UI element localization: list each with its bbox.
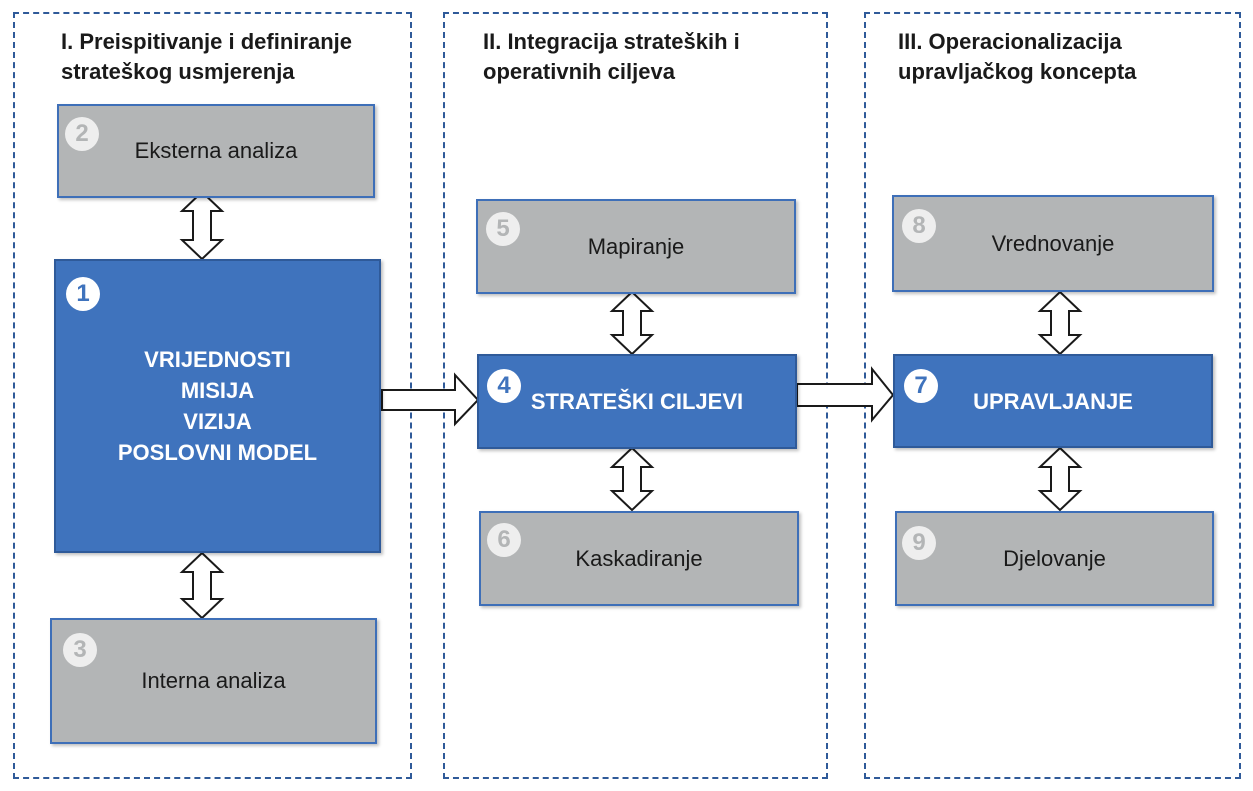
box-8-label: Vrednovanje [991,230,1115,256]
box-upravljanje: UPRAVLJANJE [893,354,1213,448]
box-9-label: Djelovanje [1003,545,1106,571]
number-7-badge: 7 [904,369,938,403]
box-vrijednosti-misija-vizija: VRIJEDNOSTI MISIJA VIZIJA POSLOVNI MODEL [54,259,381,553]
double-arrow-1-3 [179,551,225,620]
number-3-badge: 3 [63,633,97,667]
box-djelovanje: Djelovanje [895,511,1214,606]
box-strateski-ciljevi: STRATEŠKI CILJEVI [477,354,797,449]
number-2-badge: 2 [65,117,99,151]
number-9-badge: 9 [902,526,936,560]
number-1-badge: 1 [66,277,100,311]
box-4-label: STRATEŠKI CILJEVI [530,389,744,414]
number-8-badge: 8 [902,209,936,243]
number-5-badge: 5 [486,212,520,246]
double-arrow-5-4 [609,290,655,356]
column-3-title: III. Operacionalizacija upravljačkog kon… [898,29,1137,84]
number-4-badge: 4 [487,369,521,403]
double-arrow-8-7 [1037,290,1083,356]
double-arrow-4-6 [609,446,655,512]
number-6-badge: 6 [487,523,521,557]
box-mapiranje: Mapiranje [476,199,796,294]
double-arrow-2-1 [179,190,225,261]
column-2-title: II. Integracija strateških i operativnih… [483,29,740,84]
arrow-1-to-4 [381,372,480,427]
column-1-title: I. Preispitivanje i definiranje stratešk… [61,29,352,84]
box-6-label: Kaskadiranje [575,545,703,571]
box-1-label: VRIJEDNOSTI MISIJA VIZIJA POSLOVNI MODEL [117,347,318,465]
box-3-label: Interna analiza [141,668,286,693]
box-7-label: UPRAVLJANJE [973,388,1133,414]
box-kaskadiranje: Kaskadiranje [479,511,799,606]
box-interna-analiza: Interna analiza [50,618,377,744]
double-arrow-7-9 [1037,446,1083,512]
arrow-4-to-7 [796,366,895,423]
box-2-label: Eksterna analiza [134,138,298,163]
box-eksterna-analiza: Eksterna analiza [57,104,375,198]
box-5-label: Mapiranje [587,233,685,259]
box-vrednovanje: Vrednovanje [892,195,1214,292]
